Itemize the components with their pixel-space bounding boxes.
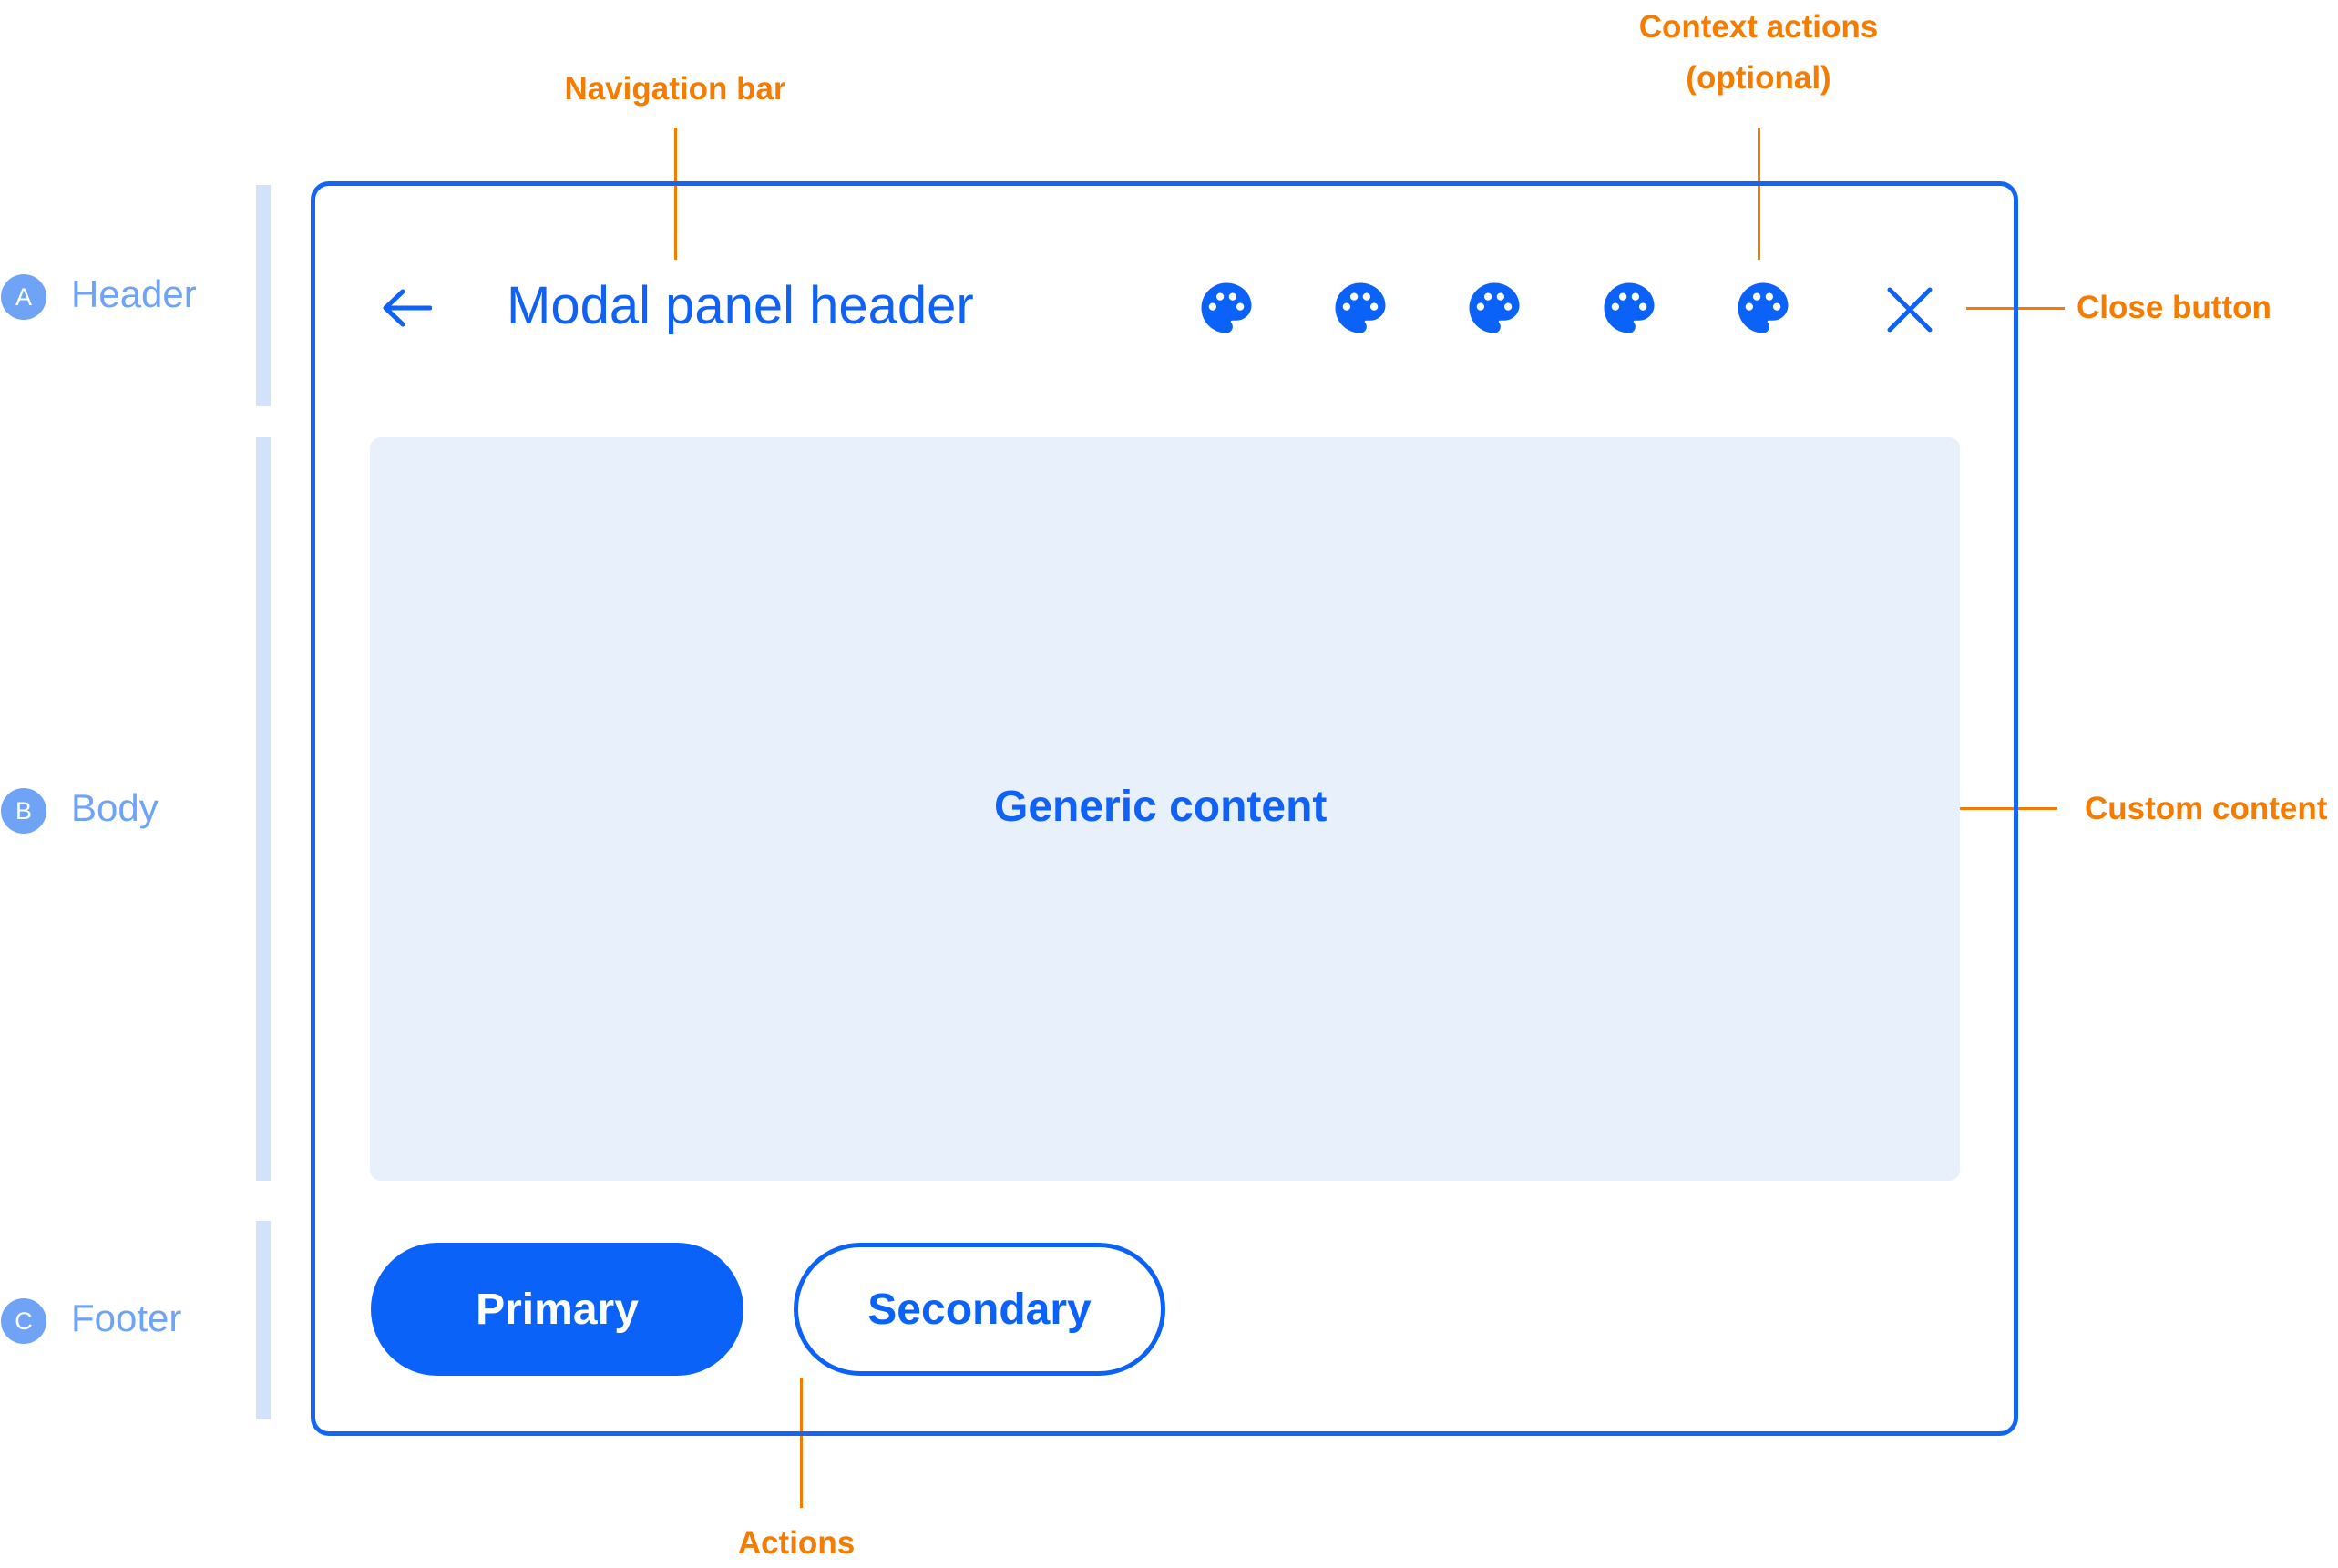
annotation-context-actions-optional: (optional) <box>1686 60 1831 96</box>
palette-icon[interactable] <box>1330 278 1390 338</box>
annotation-custom-content: Custom content <box>2085 791 2328 826</box>
section-label-footer: Footer <box>71 1296 182 1339</box>
arrow-left-icon[interactable] <box>381 288 432 328</box>
modal-panel <box>311 181 2018 1436</box>
annotation-context-actions-line <box>1758 128 1760 260</box>
section-bar-footer <box>256 1221 271 1419</box>
palette-icon[interactable] <box>1464 278 1524 338</box>
annotation-navigation-bar-line <box>674 128 677 260</box>
section-badge-header: A <box>1 274 46 320</box>
annotation-close-button: Close button <box>2077 290 2271 325</box>
annotation-navigation-bar: Navigation bar <box>564 71 786 107</box>
section-bar-header <box>256 185 271 406</box>
secondary-button[interactable]: Secondary <box>794 1243 1165 1376</box>
annotation-actions-line <box>800 1378 803 1508</box>
secondary-button-label: Secondary <box>867 1285 1092 1334</box>
section-label-header: Header <box>71 272 197 315</box>
section-badge-body: B <box>1 788 46 834</box>
close-icon[interactable] <box>1885 285 1934 334</box>
modal-header-title: Modal panel header <box>507 276 974 335</box>
palette-icon[interactable] <box>1733 278 1793 338</box>
primary-button-label: Primary <box>476 1285 639 1334</box>
primary-button[interactable]: Primary <box>371 1243 743 1376</box>
generic-content-text: Generic content <box>994 783 1328 831</box>
annotation-context-actions: Context actions <box>1638 9 1879 45</box>
section-bar-body <box>256 437 271 1181</box>
modal-body-content-area <box>370 437 1960 1181</box>
palette-icon[interactable] <box>1599 278 1659 338</box>
annotation-actions: Actions <box>737 1525 856 1561</box>
section-label-body: Body <box>71 786 159 829</box>
palette-icon[interactable] <box>1196 278 1256 338</box>
section-badge-footer: C <box>1 1298 46 1344</box>
